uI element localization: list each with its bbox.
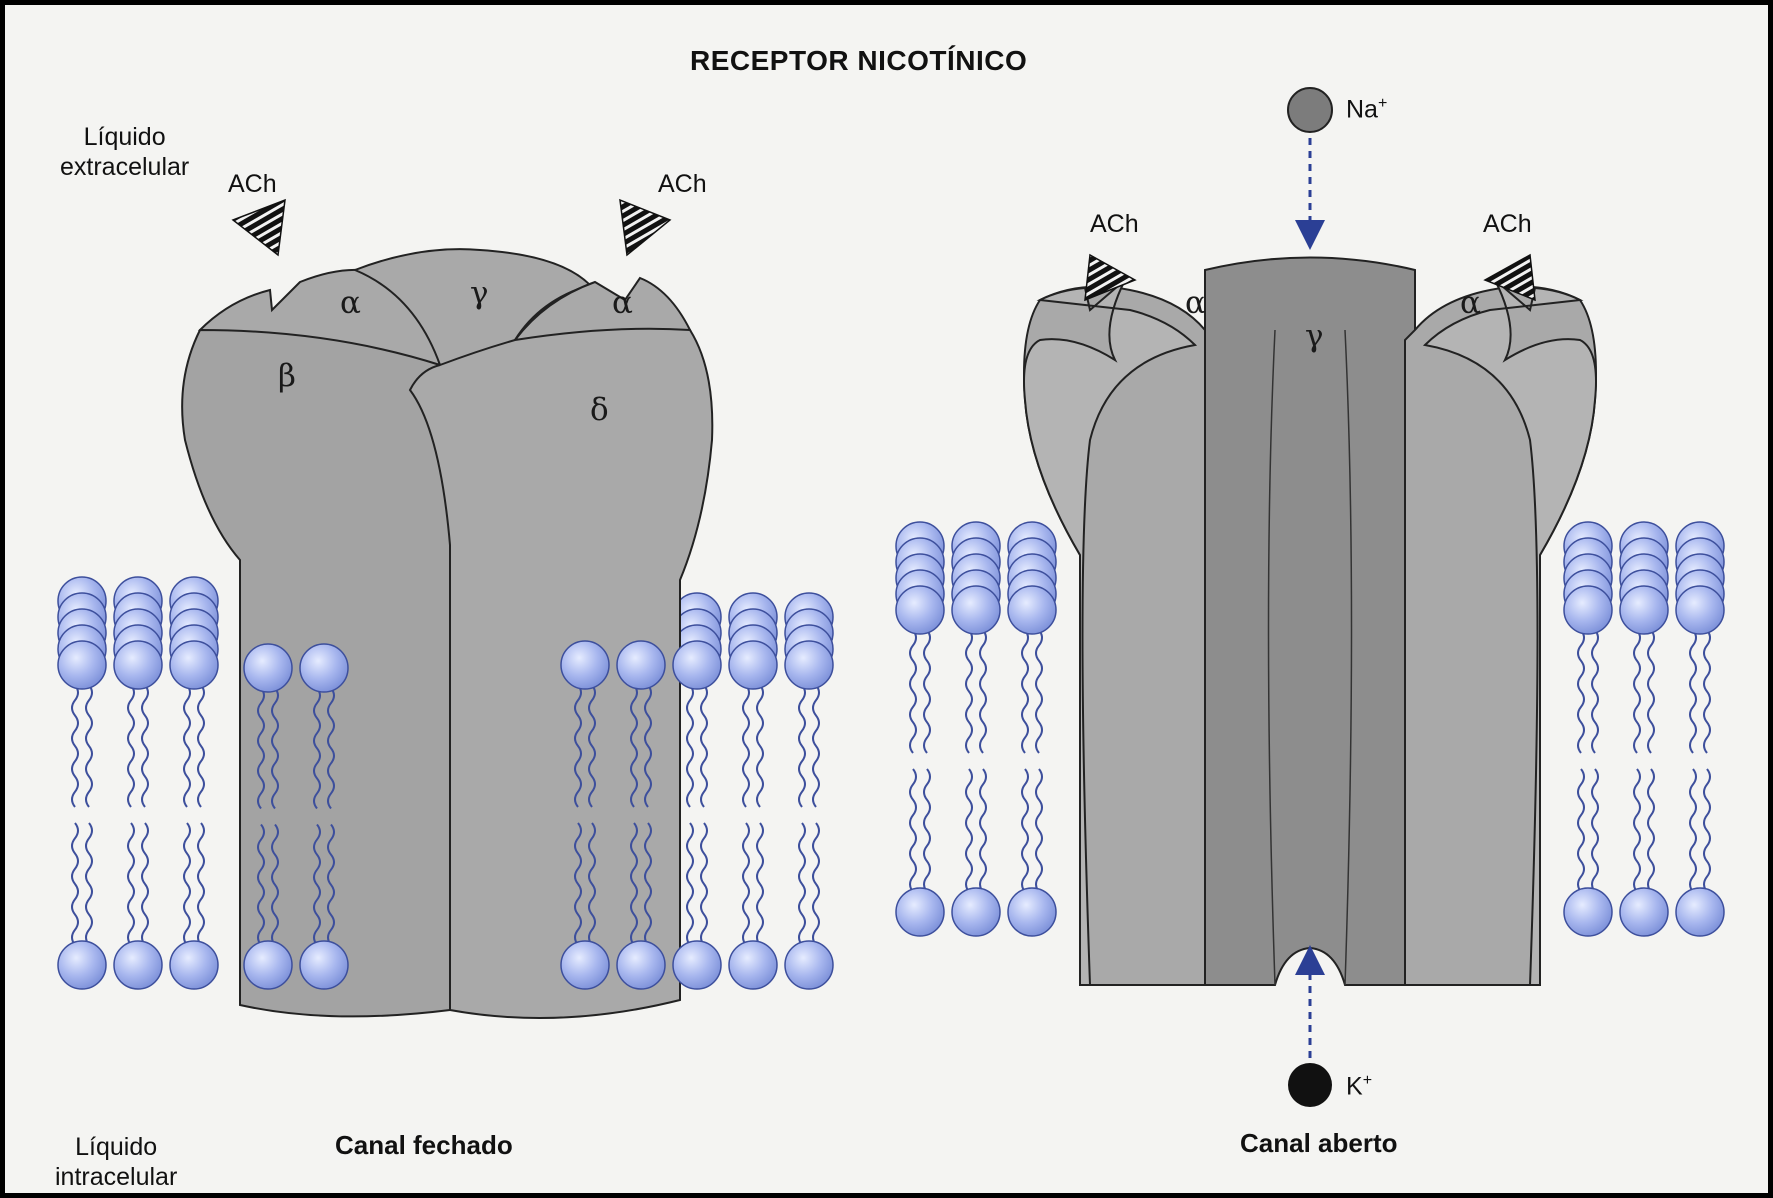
closed-delta-label: δ [590,392,609,428]
lipid-head [170,941,218,989]
intracellular-label-line-2: intracelular [55,1162,177,1192]
lipid-head [673,941,721,989]
lipid-head [561,941,609,989]
lipid-head [561,641,609,689]
extracellular-label-line-2: extracelular [60,152,189,182]
na-ion-charge: + [1378,95,1387,112]
extracellular-label: Líquido extracelular [60,122,189,182]
lipid-head [617,941,665,989]
open-alpha-left-label: α [1185,285,1206,321]
lipid-head [1564,888,1612,936]
closed-ach-left-label: ACh [228,170,277,199]
lipid-head [114,941,162,989]
diagram-title: RECEPTOR NICOTÍNICO [690,45,1027,77]
lipid-head [1008,586,1056,634]
closed-channel [182,200,712,1018]
closed-gamma-label: γ [470,275,489,311]
k-ion [1288,1063,1332,1107]
closed-ach-right-label: ACh [658,170,707,199]
open-gamma-subunit [1205,258,1415,986]
extracellular-label-line-1: Líquido [60,122,189,152]
k-ion-symbol: K [1346,1072,1363,1100]
lipid-head [896,586,944,634]
lipid-head [244,644,292,692]
lipid-head [300,941,348,989]
lipid-head [300,644,348,692]
k-ion-charge: + [1363,1072,1372,1089]
lipid-head [1620,586,1668,634]
lipid-head [1676,586,1724,634]
lipid-head [729,941,777,989]
lipid-head [617,641,665,689]
lipid-head [952,888,1000,936]
intracellular-label-line-1: Líquido [55,1132,177,1162]
lipid-head [1676,888,1724,936]
lipid-head [896,888,944,936]
na-ion-label: Na+ [1346,95,1387,124]
na-ion [1288,88,1332,132]
lipid-head [729,641,777,689]
open-ach-right-label: ACh [1483,210,1532,239]
closed-beta-label: β [278,358,296,394]
lipid-head [785,641,833,689]
lipid-head [114,641,162,689]
lipid-head [170,641,218,689]
lipid-head [673,641,721,689]
na-ion-symbol: Na [1346,95,1378,123]
intracellular-label: Líquido intracelular [55,1132,177,1192]
open-ach-left-label: ACh [1090,210,1139,239]
k-ion-label: K+ [1346,1072,1372,1101]
lipid-head [785,941,833,989]
open-channel-state-label: Canal aberto [1240,1128,1398,1159]
lipid-head [58,641,106,689]
lipid-head [244,941,292,989]
closed-channel-state-label: Canal fechado [335,1130,513,1161]
closed-delta-subunit [410,329,712,1018]
open-gamma-label: γ [1305,318,1324,354]
lipid-head [58,941,106,989]
closed-alpha-left-label: α [340,285,361,321]
lipid-head [1620,888,1668,936]
lipid-head [1564,586,1612,634]
closed-alpha-right-label: α [612,285,633,321]
lipid-head [952,586,1000,634]
open-alpha-right-label: α [1460,285,1481,321]
lipid-head [1008,888,1056,936]
